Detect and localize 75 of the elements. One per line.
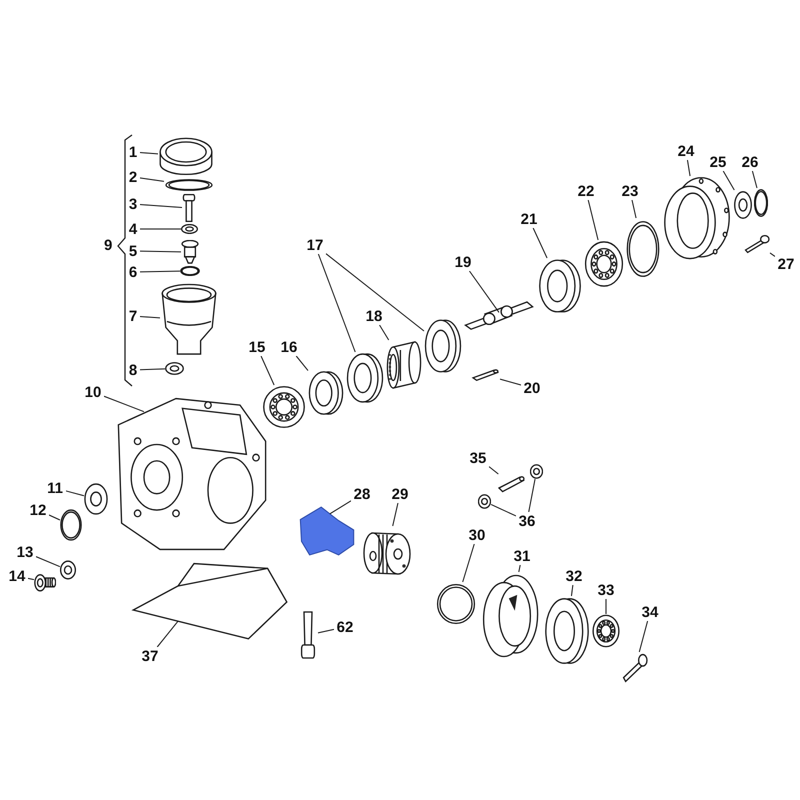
seal-drawing	[84, 482, 108, 516]
leader-line	[462, 544, 475, 582]
o-ring-drawing	[164, 179, 214, 191]
bearing-drawing	[262, 385, 306, 429]
leader-line	[318, 254, 356, 352]
leader-line	[490, 504, 516, 516]
leader-line	[488, 466, 499, 474]
leader-line	[28, 578, 34, 580]
pin-drawing	[496, 474, 526, 494]
leader-line	[139, 250, 182, 252]
leader-line	[686, 160, 691, 176]
fitting-drawing	[181, 240, 199, 264]
leader-line	[156, 620, 178, 648]
leader-line	[570, 584, 574, 596]
leader-line	[532, 228, 548, 258]
leader-line	[752, 170, 758, 188]
leader-line	[638, 620, 648, 652]
bolt-drawing	[744, 234, 770, 254]
leader-line	[722, 170, 735, 190]
connecting-rod-drawing	[298, 505, 356, 557]
leader-line	[326, 253, 424, 332]
leader-line	[329, 500, 352, 514]
seal-drawing	[734, 190, 752, 220]
washer-drawing	[60, 560, 76, 580]
cover-plate-drawing	[130, 562, 290, 642]
piston-cup-drawing	[480, 572, 540, 660]
cap-drawing	[158, 136, 214, 176]
leader-line	[139, 228, 182, 230]
leader-line	[139, 177, 164, 182]
leader-line	[139, 152, 158, 154]
leader-line	[500, 378, 522, 386]
ring-drawing	[346, 352, 384, 404]
bolt-drawing	[622, 652, 648, 684]
ring-drawing	[308, 370, 344, 416]
screw-drawing	[298, 610, 318, 660]
leader-line	[139, 316, 160, 318]
bearing-drawing	[584, 240, 624, 288]
seal-ring-drawing	[165, 362, 184, 375]
leader-line	[468, 270, 500, 313]
leader-line	[104, 396, 144, 412]
callout-number: 9	[104, 238, 112, 253]
leader-line	[36, 556, 60, 568]
circlip-drawing	[60, 508, 82, 542]
leader-line	[392, 502, 398, 526]
leader-line	[48, 514, 60, 520]
leader-line	[588, 200, 599, 240]
screw-drawing	[182, 194, 196, 222]
leader-line	[139, 368, 166, 370]
leader-line	[66, 490, 84, 496]
ring-drawing	[424, 318, 462, 374]
o-ring-drawing	[626, 218, 660, 280]
o-ring-drawing	[180, 266, 200, 276]
leader-line	[139, 270, 180, 272]
oil-cup-drawing	[160, 283, 218, 357]
leader-line	[260, 356, 275, 386]
disc-drawing	[538, 258, 582, 314]
leader-line	[318, 628, 334, 634]
flange-drawing	[662, 176, 732, 262]
leader-line	[518, 564, 521, 572]
key-drawing	[470, 368, 500, 382]
nut-drawing	[592, 614, 620, 648]
bushing-drawing	[386, 340, 422, 390]
plug-drawing	[34, 572, 56, 592]
leader-line	[528, 478, 536, 512]
leader-line	[296, 356, 308, 372]
leader-line	[139, 204, 182, 208]
washer-drawing	[181, 224, 198, 234]
washer-drawing	[478, 494, 491, 509]
leader-line	[632, 200, 637, 218]
leader-line	[770, 252, 776, 257]
snap-ring-drawing	[436, 582, 476, 626]
circlip-drawing	[754, 188, 768, 218]
disc-drawing	[544, 596, 590, 666]
leader-line	[379, 324, 390, 340]
washer-drawing	[530, 464, 543, 479]
